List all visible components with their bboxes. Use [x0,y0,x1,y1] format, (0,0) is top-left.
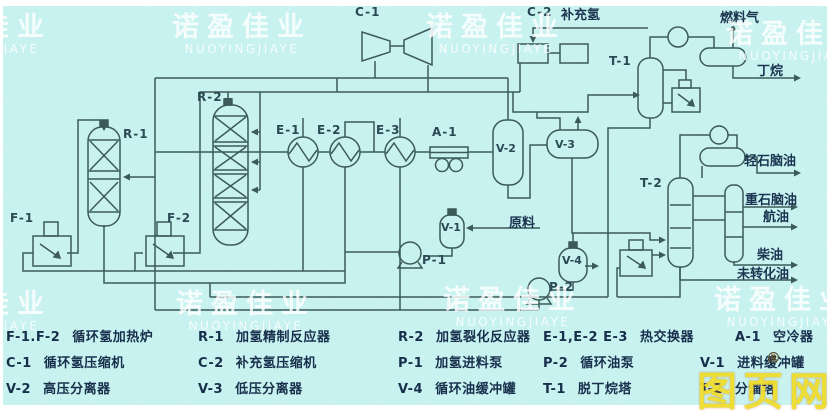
label-f2: F-2 [167,211,192,225]
label-v4: V-4 [562,254,582,267]
side-stripper [724,184,744,263]
label-e2: E-2 [317,123,342,137]
stream-butane: 丁烷 [757,64,784,79]
label-c2: C-2 [527,5,553,19]
compressor-c1 [361,26,433,67]
exchanger-e1 [287,136,319,168]
tower-t2 [667,177,694,268]
drum-v4 [558,241,588,283]
label-e3: E-3 [376,123,401,137]
flow-arrows [100,24,801,284]
watermark-site-registered: ® [766,349,781,367]
reflux-drum-t2 [699,147,746,167]
pump-p1 [396,241,424,269]
compressor-c2 [517,43,589,64]
label-c1: C-1 [355,5,381,19]
stream-light-naphtha: 轻石脑油 [744,154,797,169]
drum-v1 [439,208,465,249]
pipes [22,27,798,311]
label-v3: V-3 [555,138,575,151]
label-f1: F-1 [10,211,35,225]
label-v1: V-1 [441,221,461,234]
watermark-site: 图页网 [697,369,830,413]
reboiler-t1 [671,79,701,113]
label-p1: P-1 [422,253,447,267]
stream-jet-fuel: 航油 [763,210,790,225]
reflux-drum-t1 [699,47,747,67]
exchanger-e3 [384,136,416,168]
label-p2: P-2 [549,280,574,294]
tower-t1 [637,57,664,119]
label-r2: R-2 [197,90,223,104]
label-a1: A-1 [432,125,458,139]
label-v2: V-2 [496,142,516,155]
exchanger-e2 [329,136,361,168]
pump-p2 [525,277,553,305]
label-t1: T-1 [609,54,632,68]
stream-makeup-hydrogen: 补充氢 [561,8,601,23]
label-e1: E-1 [276,123,301,137]
label-r1: R-1 [123,127,149,141]
stream-heavy-naphtha: 重石脑油 [745,193,798,208]
separator-v2 [492,119,524,186]
furnace-f2 [145,221,185,267]
reactor-r2 [212,98,249,246]
air-cooler-a1 [429,146,469,173]
furnace-t2-reboiler [619,239,653,277]
stream-feed: 原料 [509,216,536,231]
stream-diesel: 柴油 [757,248,784,263]
condenser-t2 [709,125,729,145]
reactor-r1 [87,119,121,227]
separator-v3 [546,129,599,159]
condenser-t1 [667,26,689,48]
label-t2: T-2 [640,176,663,190]
stream-unconverted-oil: 未转化油 [737,267,790,282]
furnace-f1 [32,221,72,267]
stream-fuel-gas: 燃料气 [720,11,760,26]
